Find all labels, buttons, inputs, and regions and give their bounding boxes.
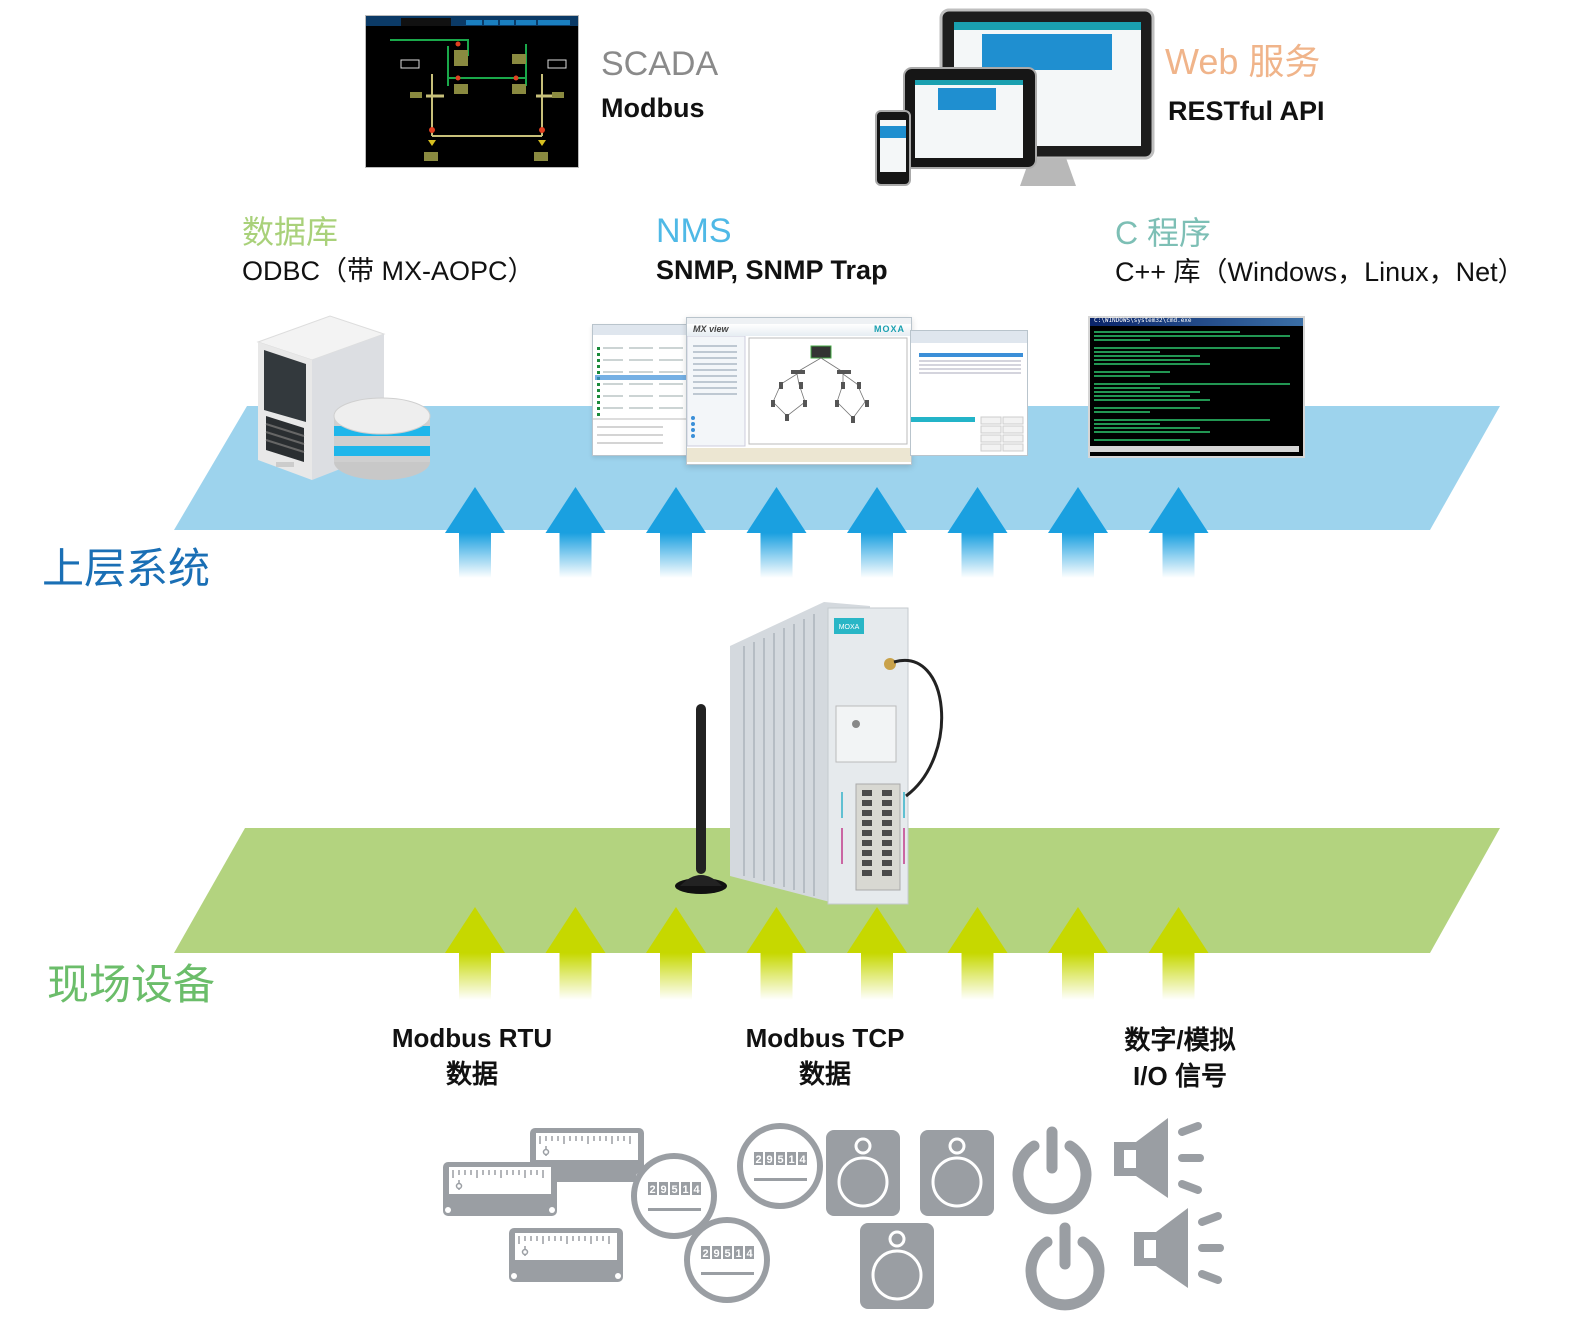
upward-signal-arrow [947, 907, 1008, 1000]
panel-meter-icon [442, 1161, 558, 1217]
upper-arrows [445, 487, 1209, 578]
upward-signal-arrow [746, 907, 807, 1000]
input-label-line2: I/O 信号 [1133, 1061, 1227, 1091]
upper-layer-label: 上层系统 [42, 544, 211, 593]
round-meter-icon [634, 1156, 714, 1236]
c-program-subtitle: C++ 库（Windows，Linux，Net） [1115, 257, 1525, 287]
input-label-line1: 数字/模拟 [1124, 1025, 1236, 1055]
gateway-brand: MOXA [839, 624, 860, 631]
device-list-table [593, 347, 689, 444]
upward-data-arrow [1048, 487, 1108, 578]
iologik-gateway-device: MOXA [670, 596, 950, 906]
antenna-icon [675, 704, 727, 894]
panel-meter-icon [508, 1227, 624, 1283]
console-title: C:\WINDOWS\system32\cmd.exe [1094, 317, 1192, 324]
upward-data-arrow [445, 487, 505, 578]
scada-title: SCADA [601, 45, 719, 83]
input-label-line2: 数据 [445, 1059, 498, 1089]
round-meter-icon [740, 1126, 820, 1206]
input-label-io-signals: 数字/模拟 I/O 信号 [1080, 1022, 1280, 1094]
upward-signal-arrow [847, 907, 907, 1000]
mxview-main-window: MX view MOXA [686, 317, 912, 465]
nms-right-window [910, 330, 1028, 456]
database-icon [333, 397, 431, 480]
input-label-line2: 数据 [798, 1059, 851, 1089]
power-icon [1031, 1228, 1099, 1305]
horn-icon [1134, 1208, 1220, 1288]
web-devices-illustration [870, 8, 1160, 193]
speaker-icon [858, 1221, 936, 1311]
field-arrows [445, 907, 1209, 1000]
device-properties-table [911, 353, 1024, 452]
devices-graphic [875, 8, 1155, 186]
nms-left-window [592, 324, 690, 456]
upward-signal-arrow [1048, 907, 1108, 1000]
upward-data-arrow [947, 487, 1008, 578]
network-topology-view [687, 336, 911, 462]
upward-signal-arrow [445, 907, 505, 1000]
web-title: Web 服务 [1165, 41, 1321, 82]
speaker-icon [918, 1128, 996, 1218]
upward-data-arrow [646, 487, 706, 578]
power-icon [1018, 1132, 1086, 1209]
database-subtitle: ODBC（带 MX-AOPC） [242, 256, 535, 286]
upward-signal-arrow [1148, 907, 1209, 1000]
console-window: C:\WINDOWS\system32\cmd.exe [1088, 316, 1305, 458]
round-meter-icon [687, 1220, 767, 1300]
web-subtitle: RESTful API [1168, 96, 1325, 126]
scada-screenshot [365, 15, 579, 168]
upward-signal-arrow [646, 907, 706, 1000]
scada-subtitle: Modbus [601, 93, 705, 123]
input-label-line1: Modbus RTU [391, 1023, 553, 1053]
scada-one-line-diagram [366, 16, 578, 161]
input-label-modbus-rtu: Modbus RTU 数据 [372, 1020, 572, 1092]
mxview-header: MX view MOXA [687, 324, 911, 336]
upward-data-arrow [1148, 487, 1209, 578]
input-label-line1: Modbus TCP [745, 1023, 905, 1053]
upward-data-arrow [545, 487, 606, 578]
moxa-logo [834, 618, 864, 634]
database-title: 数据库 [242, 214, 339, 250]
upward-data-arrow [746, 487, 807, 578]
field-layer-label: 现场设备 [47, 960, 216, 1009]
upward-signal-arrow [545, 907, 606, 1000]
mxview-title: MX view [693, 324, 729, 334]
console-output [1090, 331, 1299, 452]
input-label-modbus-tcp: Modbus TCP 数据 [725, 1020, 925, 1092]
moxa-brand: MOXA [874, 324, 905, 334]
nms-title: NMS [656, 212, 732, 250]
horn-icon [1114, 1118, 1200, 1198]
c-program-title: C 程序 [1115, 215, 1212, 251]
upward-data-arrow [847, 487, 907, 578]
server-database-illustration [250, 312, 440, 492]
speaker-icon [824, 1128, 902, 1218]
nms-subtitle: SNMP, SNMP Trap [656, 255, 888, 285]
